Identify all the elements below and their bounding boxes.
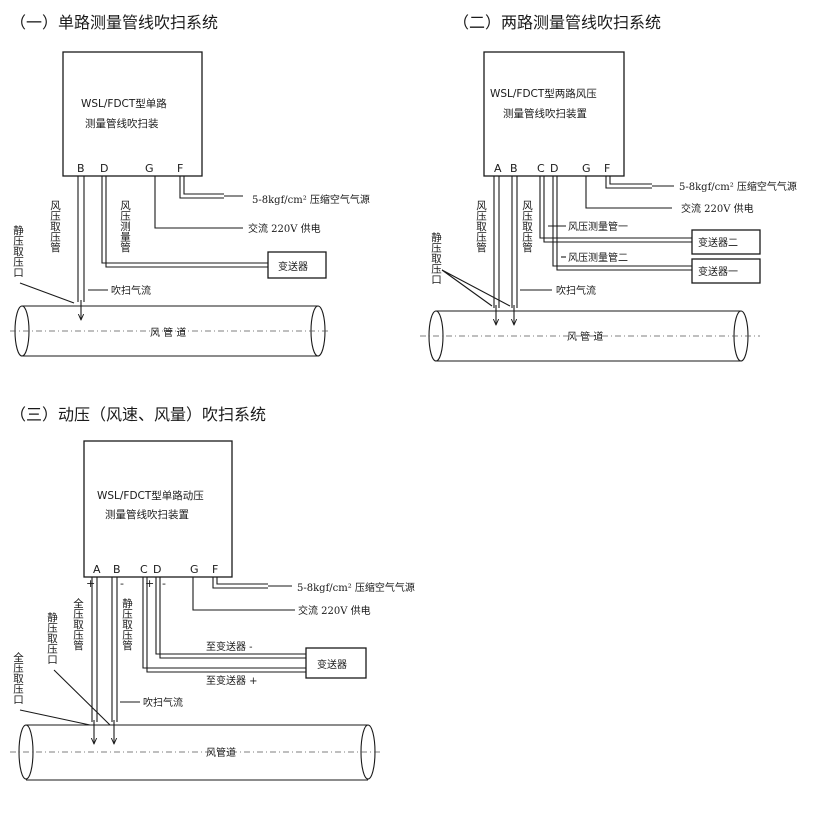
power-line-3 — [192, 577, 295, 611]
static-port-pointers-2 — [441, 269, 511, 307]
static-pipe-label: 静压取压管 — [121, 597, 133, 651]
section2-title: （二）两路测量管线吹扫系统 — [453, 13, 661, 32]
transmitter-2-label: 变送器二 — [698, 236, 738, 249]
static-port-label-3: 静压取压口 — [46, 611, 58, 664]
port-d3-label: D — [153, 563, 161, 576]
port-b2-label: B — [510, 162, 518, 175]
transmitter-label: 变送器 — [278, 260, 308, 273]
air-supply-line-2 — [605, 176, 652, 189]
transmitter-2-box — [691, 229, 761, 255]
duct-label-2: 风 管 道 — [567, 330, 603, 343]
device1-label-line2: 测量管线吹扫装 — [85, 117, 159, 130]
single-purge-device-box — [62, 51, 203, 177]
device1-label-line1: WSL/FDCT型单路 — [81, 97, 167, 110]
port-f2-label: F — [604, 162, 610, 175]
pressure-pipe-b — [511, 176, 518, 308]
total-port-pointer — [19, 709, 91, 726]
port-a2-label: A — [494, 162, 502, 175]
device2-label-line1: WSL/FDCT型两路风压 — [490, 87, 597, 100]
static-port-label-2: 静压取压口 — [430, 231, 442, 284]
port-f3-label: F — [212, 563, 218, 576]
section-single-line: （一）单路测量管线吹扫系统 WSL/FDCT型单路 测量管线吹扫装 B D G … — [10, 13, 370, 357]
measure-pipe-label: 风压测量管 — [119, 200, 131, 253]
total-pipe-label: 全压取压管 — [72, 597, 84, 651]
port-c2-label: C — [537, 162, 545, 175]
measure2-label: 风压测量管二 — [568, 251, 628, 264]
purge-label-2: 吹扫气流 — [556, 284, 596, 297]
transmitter-1-box — [691, 258, 761, 284]
power-line — [154, 176, 243, 229]
transmitter-3-label: 变送器 — [317, 658, 347, 671]
power-line-2 — [585, 176, 672, 209]
static-port-label: 静压取压口 — [12, 224, 24, 277]
pipe-a-label: 风压取压管 — [475, 200, 487, 253]
pipe-b-label: 风压取压管 — [521, 200, 533, 253]
measure-pipe-1 — [539, 176, 692, 243]
static-port-pointer-3 — [53, 669, 111, 726]
port-d2-label: D — [550, 162, 558, 175]
total-pressure-pipe — [91, 577, 98, 722]
total-port-label: 全压取压口 — [12, 651, 24, 704]
duct-label: 风 管 道 — [150, 326, 186, 339]
port-g-label: G — [145, 162, 154, 175]
transmitter-3-box — [305, 647, 367, 679]
transmitter-box — [267, 251, 327, 279]
duct-label-3: 风管道 — [206, 746, 236, 759]
power-label-3: 交流 220V 供电 — [298, 604, 371, 617]
measure1-label: 风压测量管一 — [568, 220, 628, 233]
port-b3-label: B — [113, 563, 121, 576]
sign-a-plus: + — [86, 577, 95, 590]
purge-label-3: 吹扫气流 — [143, 696, 183, 709]
sign-d-minus: - — [162, 577, 166, 590]
section-dynamic-pressure: （三）动压（风速、风量）吹扫系统 WSL/FDCT型单路动压 测量管线吹扫装置 … — [10, 405, 415, 781]
air-source-label-3: 5-8kgf/cm² 压缩空气气源 — [297, 581, 415, 594]
transmitter-1-label: 变送器一 — [698, 265, 738, 278]
dynamic-purge-device-box — [83, 440, 233, 578]
port-f-label: F — [177, 162, 183, 175]
port-g2-label: G — [582, 162, 591, 175]
plus-line-pipe — [142, 577, 306, 673]
air-source-label: 5-8kgf/cm² 压缩空气气源 — [252, 193, 370, 206]
measure-pipe-2 — [552, 176, 692, 271]
minus-line-pipe — [155, 577, 306, 659]
port-a3-label: A — [93, 563, 101, 576]
air-supply-line — [179, 176, 224, 199]
duct-walls — [22, 305, 318, 357]
purge-label: 吹扫气流 — [111, 284, 151, 297]
port-b-label: B — [77, 162, 85, 175]
section1-title: （一）单路测量管线吹扫系统 — [10, 13, 218, 32]
air-supply-line-3 — [212, 577, 268, 589]
duct-walls-2 — [436, 310, 741, 362]
pressure-pipe-a — [493, 176, 500, 308]
device3-label-line1: WSL/FDCT型单路动压 — [97, 489, 204, 502]
air-source-label-2: 5-8kgf/cm² 压缩空气气源 — [679, 180, 797, 193]
duct-walls-3 — [26, 724, 368, 781]
sign-b-minus: - — [120, 577, 124, 590]
power-label-2: 交流 220V 供电 — [681, 202, 754, 215]
device3-label-line2: 测量管线吹扫装置 — [105, 508, 189, 521]
pressure-pipe-label: 风压取压管 — [49, 200, 61, 253]
to-transmitter-minus-label: 至变送器 - — [206, 640, 253, 653]
power-label: 交流 220V 供电 — [248, 222, 321, 235]
dual-purge-device-box — [483, 51, 625, 177]
port-d-label: D — [100, 162, 108, 175]
section3-title: （三）动压（风速、风量）吹扫系统 — [10, 405, 266, 424]
measure-pipe — [101, 176, 268, 268]
device2-label-line2: 测量管线吹扫装置 — [503, 107, 587, 120]
sign-c-plus: + — [145, 577, 154, 590]
port-c3-label: C — [140, 563, 148, 576]
section-dual-line: （二）两路测量管线吹扫系统 WSL/FDCT型两路风压 测量管线吹扫装置 A B… — [420, 13, 797, 362]
static-pressure-pipe — [111, 577, 118, 722]
to-transmitter-plus-label: 至变送器 + — [206, 674, 258, 687]
port-g3-label: G — [190, 563, 199, 576]
pressure-tap-pipe — [77, 176, 85, 302]
static-port-pointer — [19, 282, 75, 304]
